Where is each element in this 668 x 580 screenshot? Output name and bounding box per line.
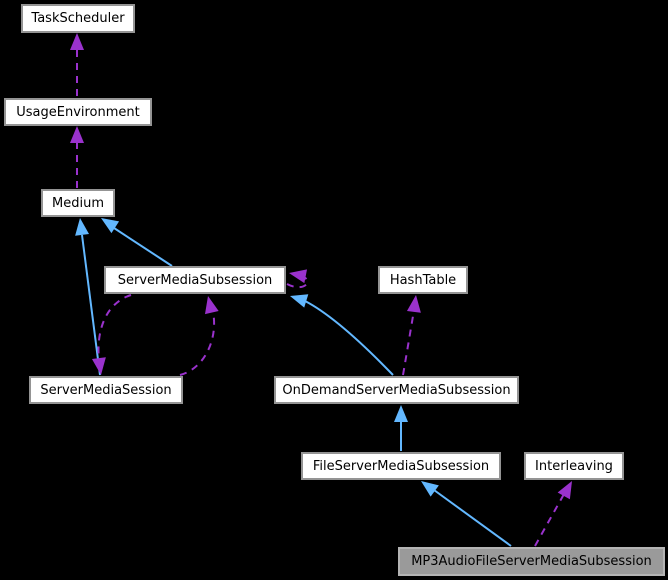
class-node-usageenvironment[interactable]: UsageEnvironment	[4, 98, 152, 126]
class-node-servermediasession[interactable]: ServerMediaSession	[29, 376, 183, 404]
arrowhead-mp3audiofileservermediasubsession-interleaving	[557, 481, 572, 500]
edge-servermediasubsession-servermediasubsession	[286, 276, 309, 289]
class-node-interleaving[interactable]: Interleaving	[524, 452, 624, 480]
edge-mp3audiofileservermediasubsession-interleaving	[534, 493, 565, 547]
edge-servermediasession-medium	[81, 234, 101, 376]
arrowhead-servermediasubsession-medium	[101, 218, 120, 234]
class-node-fileservermediasubsession[interactable]: FileServerMediaSubsession	[301, 452, 501, 480]
arrowhead-mp3audiofileservermediasubsession-fileservermediasubsession	[421, 481, 439, 497]
class-node-hashtable[interactable]: HashTable	[378, 266, 468, 294]
class-node-ondemandservermediasubsession[interactable]: OnDemandServerMediaSubsession	[274, 376, 519, 404]
edge-servermediasession-servermediasubsession	[179, 311, 215, 376]
class-node-taskscheduler[interactable]: TaskScheduler	[21, 4, 135, 33]
arrowhead-medium-usageenvironment	[70, 126, 84, 143]
class-node-mp3audiofileservermediasubsession: MP3AudioFileServerMediaSubsession	[398, 547, 665, 576]
arrowhead-usageenvironment-taskscheduler	[70, 33, 84, 50]
arrowhead-fileservermediasubsession-ondemandservermediasubsession	[394, 405, 408, 422]
arrowhead-servermediasession-servermediasubsession	[205, 296, 219, 315]
class-node-medium[interactable]: Medium	[41, 189, 115, 217]
edge-servermediasubsession-servermediasession	[97, 294, 132, 361]
edge-ondemandservermediasubsession-servermediasubsession	[304, 300, 394, 376]
edge-ondemandservermediasubsession-hashtable	[402, 309, 415, 376]
arrowhead-servermediasubsession-servermediasubsession	[289, 269, 308, 284]
arrowhead-ondemandservermediasubsession-servermediasubsession	[290, 294, 309, 308]
class-node-servermediasubsession[interactable]: ServerMediaSubsession	[104, 266, 286, 294]
edge-servermediasubsession-medium	[113, 227, 173, 267]
arrowhead-ondemandservermediasubsession-hashtable	[406, 295, 421, 313]
arrowhead-servermediasubsession-servermediasession	[91, 357, 106, 375]
edge-mp3audiofileservermediasubsession-fileservermediasubsession	[433, 489, 512, 547]
arrowhead-servermediasession-medium	[75, 218, 90, 236]
